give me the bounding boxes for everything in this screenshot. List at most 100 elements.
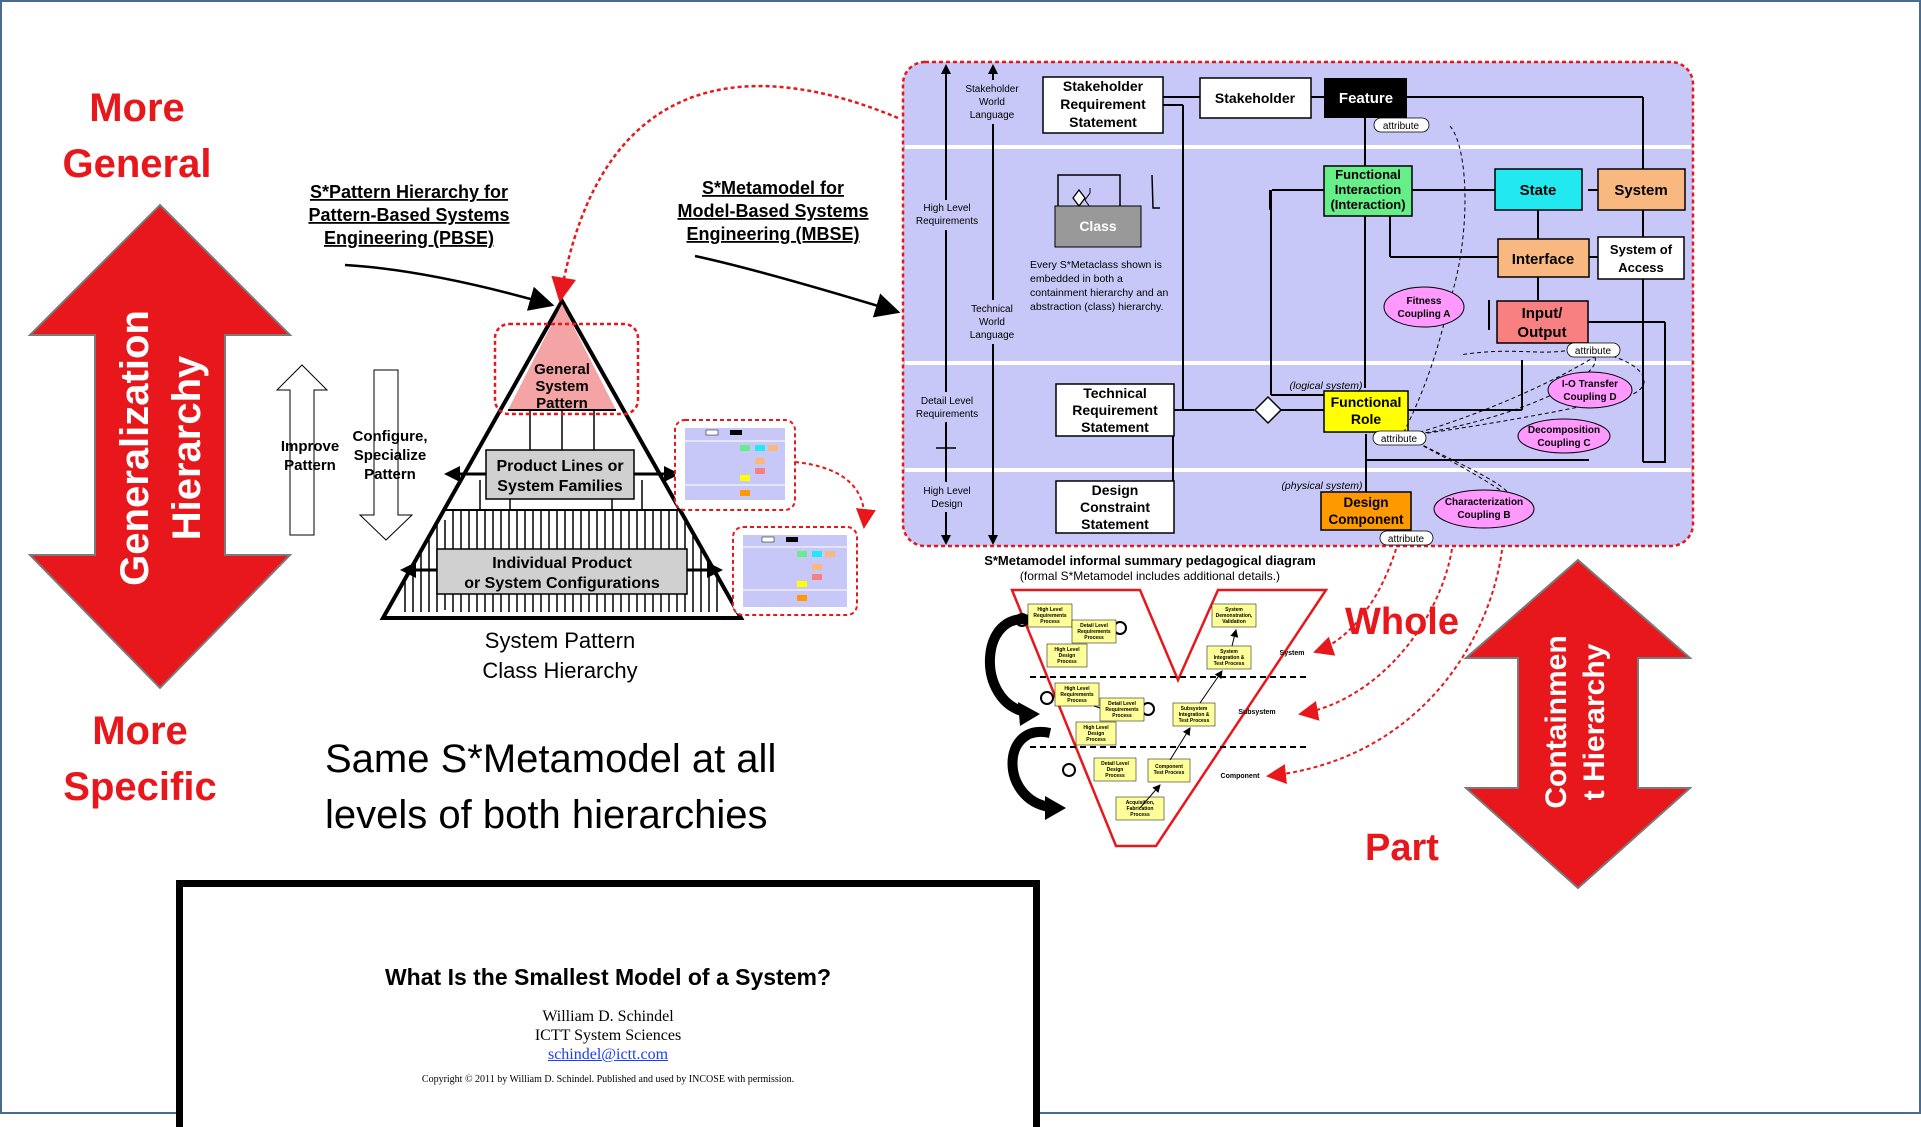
vee-p7-2: Design bbox=[1107, 767, 1124, 773]
stakeholder-box bbox=[1199, 77, 1312, 119]
pattern-heading-3: Engineering (PBSE) bbox=[324, 228, 494, 248]
feature-attribute-tag bbox=[1373, 117, 1430, 133]
logical-system-label: (logical system) bbox=[1290, 380, 1363, 392]
configure-label-3: Pattern bbox=[364, 466, 416, 483]
metamodel-thumbnail-1 bbox=[674, 419, 796, 511]
improve-label-1: Improve bbox=[281, 438, 339, 455]
containment-label-2: t Hierarchy bbox=[1578, 643, 1611, 800]
more-general-label-1: More bbox=[89, 86, 185, 130]
vee-p6-2: Design bbox=[1088, 731, 1105, 737]
feature-attribute-label: attribute bbox=[1383, 121, 1420, 132]
vee-p6-3: Process bbox=[1086, 737, 1106, 743]
fitness-coupling-label-1: Fitness bbox=[1406, 296, 1441, 307]
metamodel-thumbnail-2 bbox=[732, 526, 858, 616]
vee-p10-2: Integration & bbox=[1179, 712, 1210, 718]
rail-technical-world-1: Technical bbox=[971, 304, 1013, 315]
individual-config-label-2: or System Configurations bbox=[464, 575, 660, 592]
general-pattern-label-2: System bbox=[535, 378, 588, 395]
characterization-coupling-cloud bbox=[1433, 489, 1535, 529]
vee-p3-2: Design bbox=[1059, 653, 1076, 659]
rail-detail-level-req-1: Detail Level bbox=[921, 396, 973, 407]
vee-p2-2: Requirements bbox=[1077, 629, 1111, 635]
functional-interaction-label-3: (Interaction) bbox=[1330, 197, 1405, 212]
part-label: Part bbox=[1365, 827, 1439, 869]
system-of-access-label-2: Access bbox=[1618, 260, 1664, 275]
product-lines-label-1: Product Lines or bbox=[496, 458, 623, 475]
class-label: Class bbox=[1079, 218, 1117, 234]
containment-dashed-links bbox=[1266, 548, 1503, 785]
class-note-1: Every S*Metaclass shown is bbox=[1030, 259, 1162, 271]
rail-technical-world-2: World bbox=[979, 317, 1005, 328]
generalization-double-arrow bbox=[27, 203, 293, 690]
design-component-label-1: Design bbox=[1343, 495, 1388, 510]
general-pattern-highlight bbox=[493, 322, 640, 416]
input-output-label-2: Output bbox=[1517, 324, 1566, 341]
vee-p4-2: Requirements bbox=[1060, 692, 1094, 698]
decomposition-coupling-label-2: Coupling C bbox=[1537, 438, 1590, 449]
state-box bbox=[1494, 168, 1583, 211]
fitness-coupling-cloud bbox=[1383, 286, 1465, 328]
vee-system-label: System bbox=[1280, 650, 1305, 657]
rail-stakeholder-world-3: Language bbox=[970, 110, 1015, 121]
interface-label: Interface bbox=[1512, 251, 1575, 268]
role-attribute-label: attribute bbox=[1381, 434, 1418, 445]
pattern-heading-1: S*Pattern Hierarchy for bbox=[310, 182, 508, 202]
stakeholder-requirement-label-3: Statement bbox=[1069, 114, 1137, 130]
feature-box bbox=[1324, 78, 1407, 118]
class-decoration bbox=[1084, 188, 1091, 208]
stakeholder-label: Stakeholder bbox=[1215, 90, 1296, 106]
technical-requirement-box bbox=[1055, 383, 1175, 437]
vee-p10-3: Test Process bbox=[1179, 718, 1210, 724]
metamodel-heading-2: Model-Based Systems bbox=[677, 201, 868, 221]
vee-p11-1: System bbox=[1220, 649, 1238, 655]
feature-label: Feature bbox=[1339, 90, 1393, 107]
vee-p8-2: Fabrication bbox=[1127, 806, 1154, 812]
functional-role-label-2: Role bbox=[1351, 411, 1382, 427]
state-label: State bbox=[1520, 182, 1557, 199]
system-label: System bbox=[1614, 182, 1667, 199]
paper-author: William D. Schindel bbox=[542, 1008, 674, 1025]
pyramid-caption-2: Class Hierarchy bbox=[482, 658, 637, 683]
design-constraint-label-1: Design bbox=[1092, 482, 1139, 498]
product-lines-label-2: System Families bbox=[497, 478, 623, 495]
class-containment-loop bbox=[1151, 174, 1160, 209]
paper-email-link[interactable]: schindel@ictt.com bbox=[547, 1046, 669, 1063]
class-note-3: containment hierarchy and an bbox=[1030, 287, 1168, 299]
vee-p11-3: Test Process bbox=[1214, 661, 1245, 667]
pattern-heading-arrow bbox=[344, 263, 555, 311]
pattern-heading-2: Pattern-Based Systems bbox=[308, 205, 509, 225]
rail-stakeholder-world-2: World bbox=[979, 97, 1005, 108]
containment-label-1: Containmen bbox=[1540, 635, 1573, 808]
design-constraint-label-2: Constraint bbox=[1080, 499, 1150, 515]
vee-p1-2: Requirements bbox=[1033, 613, 1067, 619]
more-general-label-2: General bbox=[63, 142, 212, 186]
design-component-label-2: Component bbox=[1329, 512, 1404, 527]
metamodel-heading-1: S*Metamodel for bbox=[702, 178, 844, 198]
design-constraint-box bbox=[1055, 480, 1175, 534]
vee-p6-1: High Level bbox=[1083, 725, 1109, 731]
input-output-box bbox=[1496, 300, 1589, 344]
functional-interaction-label-2: Interaction bbox=[1335, 182, 1402, 197]
io-transfer-coupling-cloud bbox=[1547, 371, 1633, 409]
paper-title-page: What Is the Smallest Model of a System? … bbox=[176, 880, 1040, 1127]
interface-box bbox=[1497, 238, 1590, 278]
vee-p4-1: High Level bbox=[1064, 686, 1090, 692]
vee-p5-1: Detail Level bbox=[1108, 701, 1136, 707]
rail-high-level-req-1: High Level bbox=[923, 203, 970, 214]
metamodel-heading-arrow bbox=[694, 254, 901, 318]
thumbnail-connector bbox=[794, 461, 876, 529]
vee-process-labels: High Level Requirements Process Detail L… bbox=[1033, 607, 1253, 818]
vee-diagram bbox=[985, 588, 1329, 848]
fitness-coupling-label-2: Coupling A bbox=[1398, 309, 1451, 320]
configure-down-arrow bbox=[358, 369, 414, 541]
metamodel-to-pattern-connector bbox=[551, 84, 899, 303]
technical-requirement-label-3: Statement bbox=[1081, 419, 1149, 435]
design-component-box bbox=[1320, 491, 1412, 531]
characterization-coupling-label-1: Characterization bbox=[1445, 497, 1523, 508]
characterization-coupling-label-2: Coupling B bbox=[1457, 510, 1510, 521]
general-pattern-label-3: Pattern bbox=[536, 395, 588, 412]
vee-p7-1: Detail Level bbox=[1101, 761, 1129, 767]
rail-high-level-req-2: Requirements bbox=[916, 216, 978, 227]
configure-label-2: Specialize bbox=[354, 447, 427, 464]
